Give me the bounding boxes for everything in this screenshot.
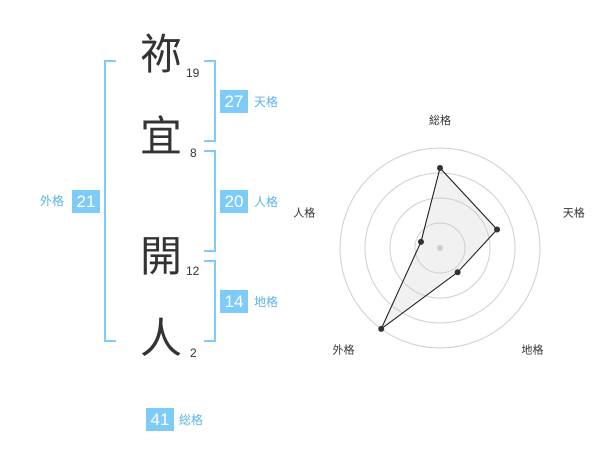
stroke-count-3: 12 — [186, 264, 200, 278]
soukaku-label: 総格 — [179, 413, 204, 427]
jinkaku-bracket — [204, 150, 216, 252]
radar-point — [378, 325, 385, 332]
tenkaku-label: 天格 — [254, 95, 279, 109]
radar-point — [417, 238, 424, 245]
name-char-3: 開 — [139, 232, 182, 281]
name-char-1: 祢 — [139, 30, 182, 79]
stroke-count-2: 8 — [190, 146, 197, 160]
radar-axis-label: 地格 — [521, 342, 543, 356]
radar-ring — [389, 197, 491, 299]
gaikaku-label: 外格 — [40, 194, 65, 208]
radar-axis-label: 外格 — [333, 342, 355, 356]
soukaku-badge: 41 — [146, 408, 174, 431]
radar-center-dot — [437, 245, 443, 251]
tenkaku-badge: 27 — [220, 90, 248, 113]
radar-ring — [364, 172, 516, 324]
stroke-count-1: 19 — [186, 66, 200, 80]
gaikaku-badge: 21 — [72, 190, 100, 213]
name-char-2: 宜 — [139, 112, 182, 161]
radar-point — [437, 165, 443, 171]
gaikaku-bracket — [104, 60, 116, 342]
radar-axis-label: 総格 — [429, 113, 451, 127]
jinkaku-label: 人格 — [254, 195, 279, 209]
radar-axis-label: 天格 — [563, 206, 585, 220]
stroke-count-4: 2 — [190, 346, 197, 360]
radar-axis-label: 人格 — [293, 206, 315, 220]
chikaku-bracket — [204, 260, 216, 342]
chikaku-label: 地格 — [254, 295, 279, 309]
radar-point — [454, 269, 461, 276]
radar-ring — [339, 147, 541, 349]
name-char-4: 人 — [139, 314, 182, 363]
tenkaku-bracket — [204, 60, 216, 142]
chikaku-badge: 14 — [220, 290, 248, 313]
radar-ring — [414, 222, 466, 274]
jinkaku-badge: 20 — [220, 190, 248, 213]
radar-point — [494, 226, 501, 233]
